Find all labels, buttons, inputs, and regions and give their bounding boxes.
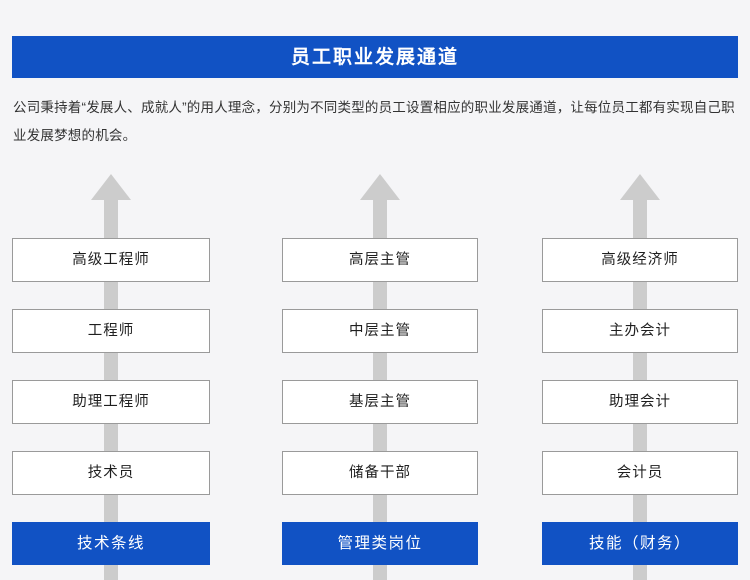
career-level-label: 基层主管 bbox=[349, 393, 411, 410]
career-track-base-label: 技术条线 bbox=[76, 534, 145, 552]
career-track-base-label-box[interactable]: 技能（财务） bbox=[542, 522, 738, 565]
page-header-banner: 员工职业发展通道 bbox=[12, 36, 738, 78]
career-level-box[interactable]: 助理工程师 bbox=[12, 380, 210, 424]
career-level-box[interactable]: 高级工程师 bbox=[12, 238, 210, 282]
intro-paragraph: 公司秉持着“发展人、成就人”的用人理念，分别为不同类型的员工设置相应的职业发展通… bbox=[13, 100, 735, 143]
career-level-label: 会计员 bbox=[616, 464, 664, 481]
career-track-levels: 高级工程师 工程师 助理工程师 技术员 技术条线 bbox=[12, 170, 210, 580]
career-level-label: 高层主管 bbox=[349, 251, 411, 268]
career-level-box[interactable]: 技术员 bbox=[12, 451, 210, 495]
career-level-label: 工程师 bbox=[87, 322, 135, 339]
career-level-box[interactable]: 主办会计 bbox=[542, 309, 738, 353]
career-level-box[interactable]: 高层主管 bbox=[282, 238, 478, 282]
career-level-box[interactable]: 会计员 bbox=[542, 451, 738, 495]
career-track-levels: 高层主管 中层主管 基层主管 储备干部 管理类岗位 bbox=[282, 170, 478, 580]
career-tracks-container: 高级工程师 工程师 助理工程师 技术员 技术条线 高层主 bbox=[0, 170, 750, 580]
career-track-base-label: 管理类岗位 bbox=[337, 534, 423, 552]
career-level-box[interactable]: 中层主管 bbox=[282, 309, 478, 353]
career-track-base-label-box[interactable]: 技术条线 bbox=[12, 522, 210, 565]
career-track-levels: 高级经济师 主办会计 助理会计 会计员 技能（财务） bbox=[542, 170, 738, 580]
career-level-label: 技术员 bbox=[87, 464, 135, 481]
career-level-box[interactable]: 工程师 bbox=[12, 309, 210, 353]
career-level-label: 高级经济师 bbox=[601, 251, 679, 268]
career-level-label: 主办会计 bbox=[609, 322, 671, 339]
career-level-label: 高级工程师 bbox=[72, 251, 150, 268]
career-level-box[interactable]: 基层主管 bbox=[282, 380, 478, 424]
career-level-label: 助理工程师 bbox=[72, 393, 150, 410]
career-track-column-skill-finance: 高级经济师 主办会计 助理会计 会计员 技能（财务） bbox=[542, 170, 738, 580]
page-title: 员工职业发展通道 bbox=[290, 46, 459, 68]
career-track-column-technical: 高级工程师 工程师 助理工程师 技术员 技术条线 bbox=[12, 170, 210, 580]
career-level-label: 储备干部 bbox=[349, 464, 411, 481]
career-level-label: 助理会计 bbox=[609, 393, 671, 410]
career-level-label: 中层主管 bbox=[349, 322, 411, 339]
career-track-base-label-box[interactable]: 管理类岗位 bbox=[282, 522, 478, 565]
career-level-box[interactable]: 助理会计 bbox=[542, 380, 738, 424]
career-level-box[interactable]: 储备干部 bbox=[282, 451, 478, 495]
career-track-base-label: 技能（财务） bbox=[588, 534, 691, 552]
career-track-column-management: 高层主管 中层主管 基层主管 储备干部 管理类岗位 bbox=[282, 170, 478, 580]
career-level-box[interactable]: 高级经济师 bbox=[542, 238, 738, 282]
